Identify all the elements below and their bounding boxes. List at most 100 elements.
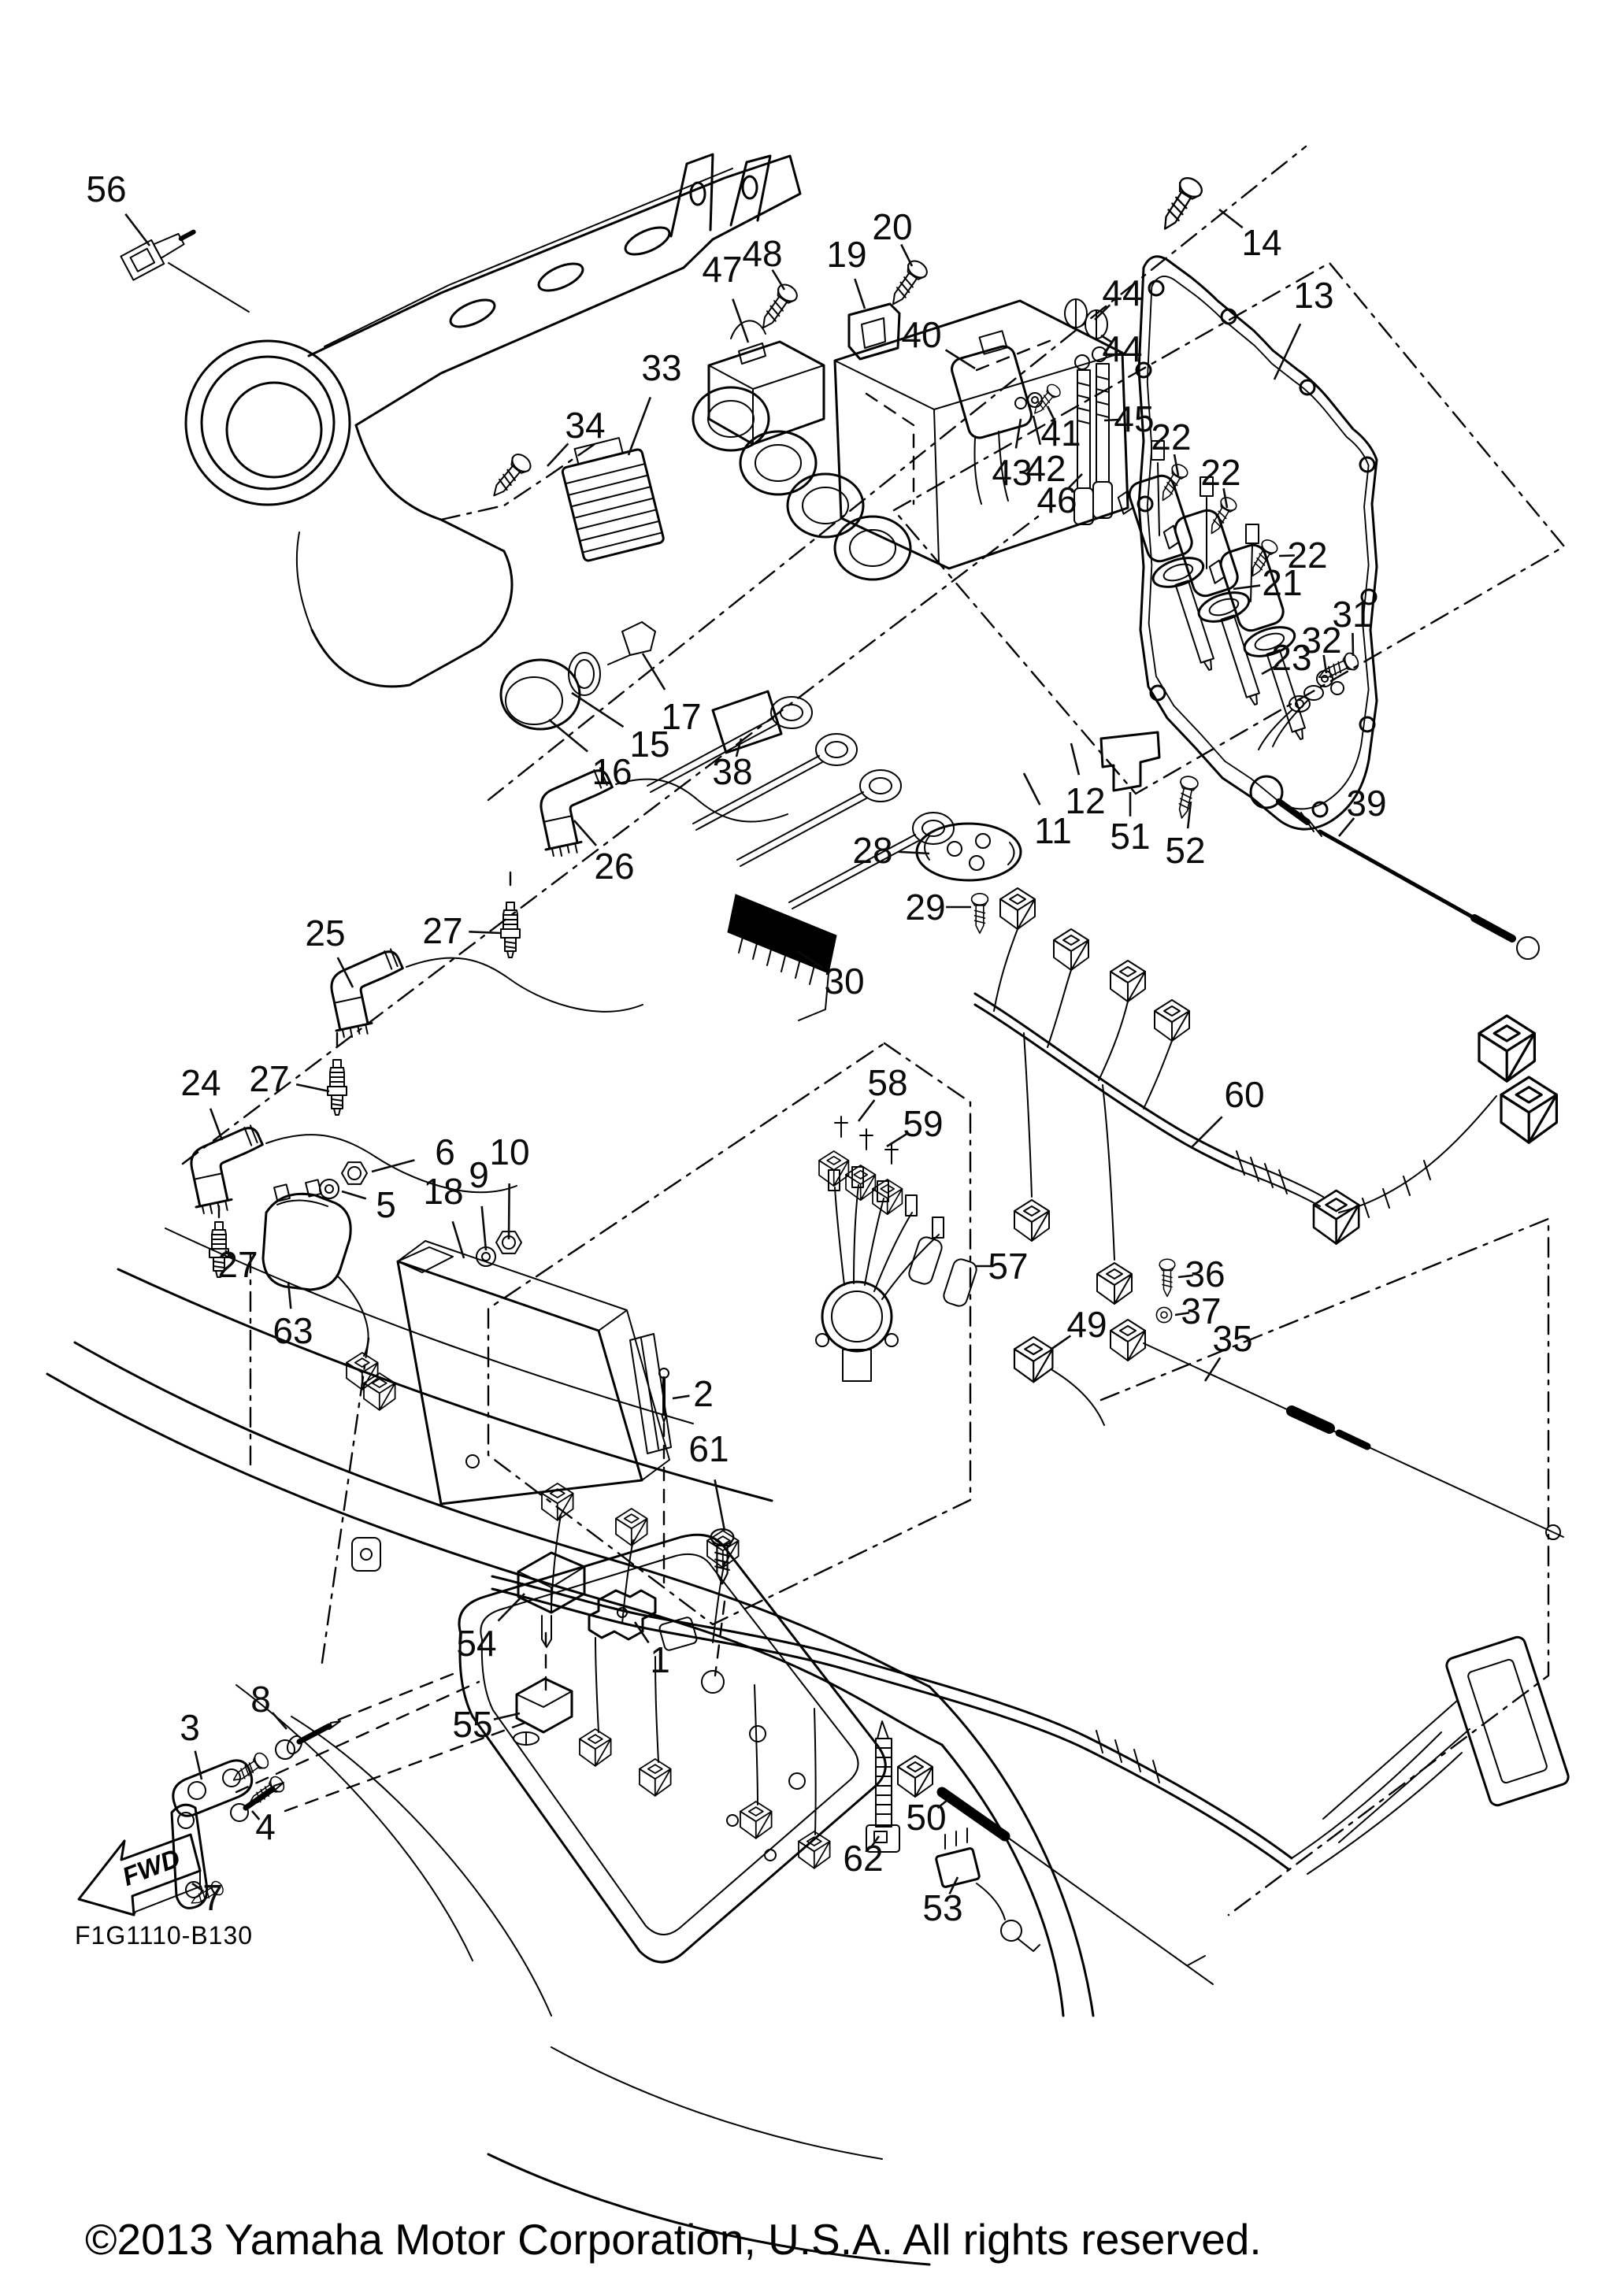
part-callout-63: 63 <box>273 1310 313 1351</box>
washer-5 <box>319 1179 339 1199</box>
part-callout-46: 46 <box>1036 480 1077 520</box>
part-callout-58: 58 <box>867 1062 907 1103</box>
part-callout-20: 20 <box>872 206 912 247</box>
leader-line-50 <box>936 1795 952 1809</box>
part-callout-50: 50 <box>906 1797 946 1838</box>
part-callout-37: 37 <box>1181 1291 1221 1331</box>
leader-line-15 <box>571 691 625 728</box>
construction-lines <box>181 145 1566 1916</box>
bolt-4 <box>230 1782 284 1822</box>
clamp-19 <box>847 302 901 361</box>
ecu-18 <box>396 1240 672 1505</box>
relay-47 <box>707 320 825 446</box>
part-callout-44: 44 <box>1102 328 1142 369</box>
leader-line-30 <box>796 950 824 968</box>
leader-line-17 <box>641 653 666 691</box>
part-callout-26: 26 <box>594 846 634 887</box>
screw-29 <box>970 893 989 934</box>
pin-2 <box>658 1368 669 1423</box>
diagram-code: F1G1110-B130 <box>75 1921 254 1950</box>
leader-line-20 <box>900 243 914 267</box>
part-callout-22: 22 <box>1200 452 1240 493</box>
part-callout-6: 6 <box>435 1131 455 1172</box>
leader-line-27 <box>469 931 502 935</box>
part-callout-27: 27 <box>217 1244 258 1285</box>
part-callout-32: 32 <box>1301 620 1341 661</box>
leader-line-27 <box>224 1250 233 1259</box>
leader-line-39 <box>1338 817 1355 837</box>
part-callout-5: 5 <box>376 1184 396 1225</box>
leader-line-13 <box>1273 323 1302 380</box>
screw-20 <box>884 257 931 311</box>
part-callout-62: 62 <box>843 1838 883 1879</box>
leader-line-21 <box>1233 584 1261 591</box>
connector-49 <box>1013 1335 1105 1426</box>
harness-60 <box>973 887 1556 1305</box>
part-callout-22: 22 <box>1151 417 1191 457</box>
screw-48 <box>754 280 801 335</box>
part-callout-8: 8 <box>250 1679 271 1720</box>
part-callout-9: 9 <box>469 1154 489 1195</box>
manifold <box>120 153 802 688</box>
sensor-53 <box>935 1828 1040 1952</box>
leader-line-23 <box>1261 664 1279 676</box>
part-callout-48: 48 <box>742 233 782 274</box>
leader-line-56 <box>124 213 151 246</box>
leader-line-3 <box>194 1750 203 1780</box>
leader-line-62 <box>869 1835 881 1850</box>
cable-tie-62 <box>866 1720 900 1853</box>
leader-line-32 <box>1322 654 1328 674</box>
part-callout-19: 19 <box>826 234 866 275</box>
washer-37 <box>1155 1306 1173 1324</box>
part-callout-12: 12 <box>1065 780 1105 821</box>
leader-line-59 <box>886 1132 907 1148</box>
part-callout-60: 60 <box>1224 1074 1264 1115</box>
starter-relay-63 <box>261 1179 396 1412</box>
leader-line-52 <box>1186 801 1192 829</box>
part-callout-51: 51 <box>1110 816 1150 857</box>
part-callout-43: 43 <box>992 452 1032 493</box>
part-callout-3: 3 <box>180 1707 200 1748</box>
leader-line-10 <box>507 1183 510 1240</box>
part-callout-52: 52 <box>1165 830 1205 871</box>
leader-line-44 <box>1100 334 1114 344</box>
leader-line-5 <box>341 1190 367 1200</box>
leader-line-35 <box>1203 1357 1222 1382</box>
leader-line-49 <box>1050 1335 1072 1351</box>
screw-52 <box>1172 774 1200 821</box>
leader-line-22 <box>1278 554 1295 557</box>
leader-line-6 <box>371 1159 415 1173</box>
part-callout-53: 53 <box>922 1887 962 1928</box>
center-assembly <box>499 299 1129 909</box>
leader-line-33 <box>627 396 652 456</box>
part-callout-7: 7 <box>202 1877 223 1918</box>
leader-line-19 <box>854 278 866 309</box>
part-callout-59: 59 <box>903 1103 943 1144</box>
leader-line-34 <box>547 443 569 467</box>
leader-line-55 <box>493 1712 521 1720</box>
part-callout-28: 28 <box>852 830 892 871</box>
part-callout-13: 13 <box>1293 275 1333 316</box>
nut-6 <box>341 1161 368 1185</box>
leader-line-36 <box>1177 1274 1193 1279</box>
leader-line-24 <box>209 1108 224 1141</box>
leader-line-31 <box>1352 632 1355 657</box>
leader-line-9 <box>480 1205 488 1251</box>
leader-line-18 <box>451 1220 465 1259</box>
part-callout-57: 57 <box>988 1246 1028 1287</box>
leader-line-27 <box>295 1083 330 1093</box>
bolt-8 <box>275 1720 341 1760</box>
leader-line-61 <box>714 1479 726 1531</box>
leader-line-2 <box>672 1394 690 1400</box>
part-callout-40: 40 <box>901 314 941 355</box>
gasket-13 <box>1135 255 1378 831</box>
spark-plug-chain <box>180 765 788 1278</box>
part-callout-22: 22 <box>1287 535 1327 576</box>
leader-line-42 <box>1032 415 1042 446</box>
cable-50 <box>896 1754 1214 1985</box>
copyright-text: ©2013 Yamaha Motor Corporation, U.S.A. A… <box>85 2215 1262 2264</box>
part-callout-16: 16 <box>591 751 632 792</box>
